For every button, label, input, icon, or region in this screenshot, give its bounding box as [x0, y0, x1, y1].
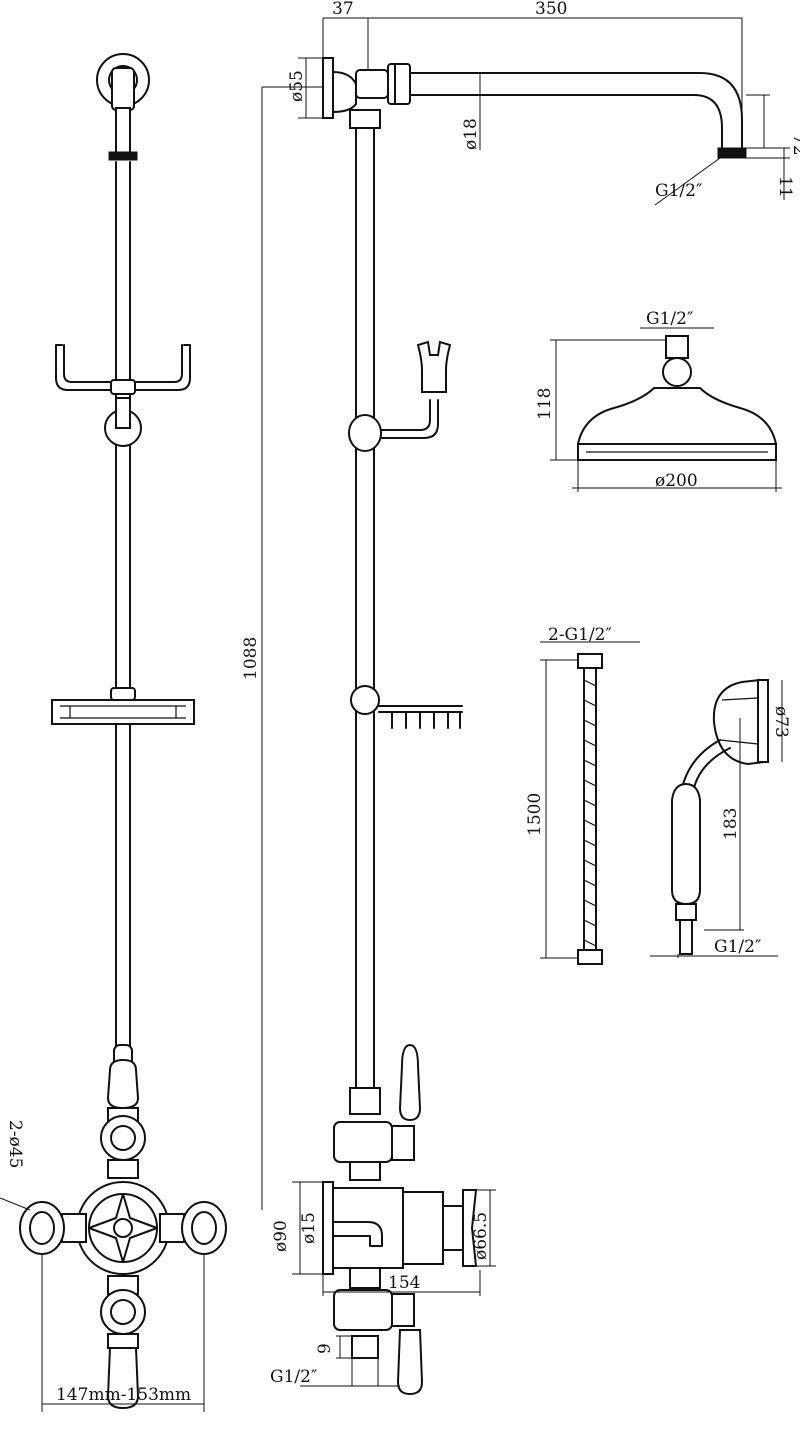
- dim-handset-thread: G1/2″: [714, 937, 761, 957]
- front-view: [0, 53, 227, 1412]
- dim-head-thread: G1/2″: [646, 309, 693, 329]
- dim-valve-body: ø66.5: [471, 1212, 491, 1260]
- dim-arm-length: 350: [535, 0, 567, 19]
- dim-bottom-thread: G1/2″: [270, 1367, 317, 1387]
- dim-inlet-count: 2-ø45: [5, 1120, 25, 1168]
- dim-head-height: 118: [535, 388, 555, 420]
- dim-riser-height: 1088: [241, 637, 261, 680]
- dim-arm-thread: G1/2″: [655, 181, 702, 201]
- dim-arm-drop: 72: [789, 134, 800, 156]
- dim-inlet-centres: 147mm-153mm: [56, 1385, 191, 1405]
- dim-handset-height: 183: [721, 808, 741, 840]
- dim-valve-flange: ø90: [271, 1220, 291, 1252]
- dim-handset-diameter: ø73: [771, 706, 791, 738]
- dim-head-diameter: ø200: [655, 471, 698, 491]
- dim-arm-outlet-len: 11: [775, 176, 795, 198]
- dim-hose-length: 1500: [525, 793, 545, 836]
- dim-arm-pipe: ø18: [461, 118, 481, 150]
- side-view: [261, 17, 790, 1396]
- dim-wall-flange: ø55: [287, 70, 307, 102]
- shower-head-view: [550, 327, 782, 492]
- dim-bottom-outlet: 9: [315, 1343, 335, 1354]
- dim-valve-depth: 154: [388, 1273, 420, 1293]
- handset-view: [650, 678, 783, 958]
- dim-arm-offset: 37: [332, 0, 354, 19]
- dim-hose-thread: 2-G1/2″: [548, 625, 612, 645]
- hose-view: [540, 641, 640, 965]
- dim-valve-outlet: ø15: [299, 1212, 319, 1244]
- dimension-labels: 37 350 ø55 ø18 72 11 G1/2″ G1/2″ 118 ø20…: [5, 0, 800, 1405]
